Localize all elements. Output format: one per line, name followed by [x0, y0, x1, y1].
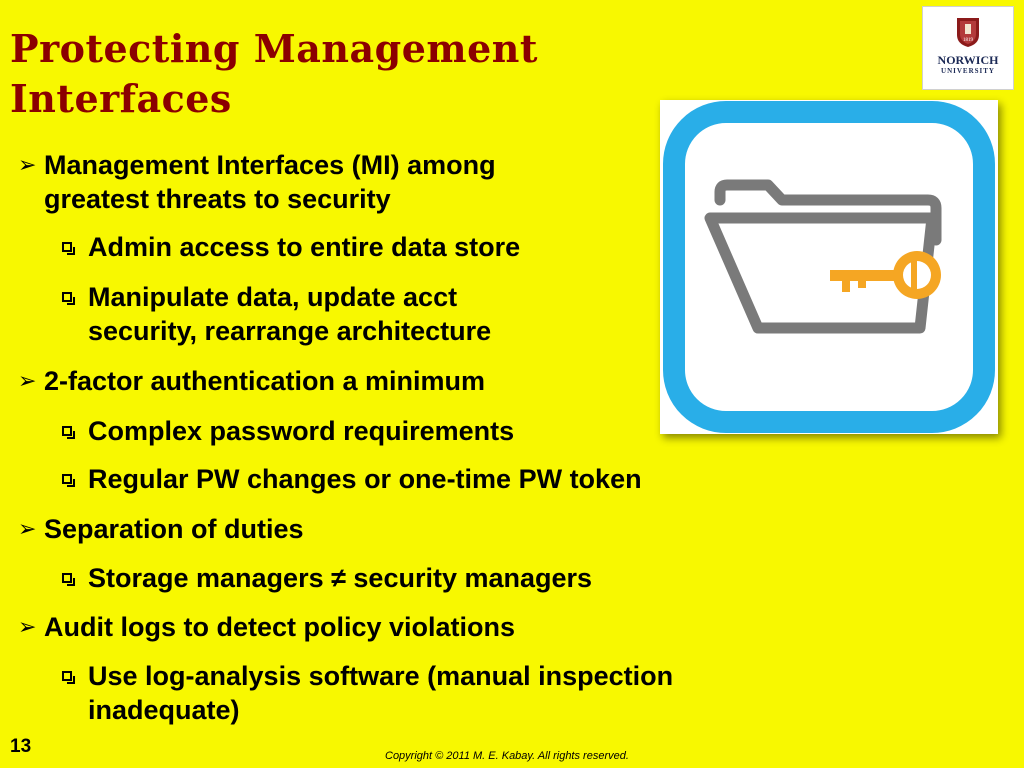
- folder-key-illustration: [660, 100, 998, 434]
- bullet-text: Separation of duties: [44, 514, 304, 544]
- square-bullet-icon: [62, 292, 75, 305]
- slide-title: Protecting Management Interfaces: [10, 24, 650, 124]
- sub-bullet-text-line-2: inadequate): [88, 695, 240, 725]
- sub-bullet-complex-password: Complex password requirements: [62, 414, 514, 448]
- bullet-text-line-2: greatest threats to security: [44, 184, 391, 214]
- bullet-audit-logs: ➢ Audit logs to detect policy violations: [18, 610, 515, 644]
- sub-bullet-text: Admin access to entire data store: [88, 232, 521, 262]
- seal-year: 1819: [963, 38, 974, 43]
- bullet-text: 2-factor authentication a minimum: [44, 366, 486, 396]
- sub-bullet-text-line-1: Manipulate data, update acct: [88, 282, 458, 312]
- sub-bullet-log-analysis: Use log-analysis software (manual inspec…: [62, 659, 673, 727]
- bullet-text-line-1: Management Interfaces (MI) among: [44, 150, 496, 180]
- norwich-university-logo: 1819 NORWICH UNIVERSITY: [922, 6, 1014, 90]
- bullet-text: Audit logs to detect policy violations: [44, 612, 516, 642]
- sub-bullet-text: Storage managers ≠ security managers: [88, 563, 593, 593]
- logo-subtitle: UNIVERSITY: [941, 67, 995, 75]
- arrow-bullet-icon: ➢: [18, 152, 37, 177]
- bullet-separation-of-duties: ➢ Separation of duties: [18, 512, 304, 546]
- square-bullet-icon: [62, 426, 75, 439]
- page-number: 13: [10, 736, 32, 757]
- sub-bullet-text-line-2: security, rearrange architecture: [88, 316, 492, 346]
- sub-bullet-text: Regular PW changes or one-time PW token: [88, 464, 642, 494]
- sub-bullet-regular-pw-changes: Regular PW changes or one-time PW token: [62, 462, 642, 496]
- bullet-management-interfaces: ➢ Management Interfaces (MI) among great…: [18, 148, 496, 216]
- bullet-two-factor: ➢ 2-factor authentication a minimum: [18, 364, 485, 398]
- copyright-notice: Copyright © 2011 M. E. Kabay. All rights…: [385, 750, 629, 762]
- sub-bullet-manipulate-data: Manipulate data, update acct security, r…: [62, 280, 491, 348]
- sub-bullet-admin-access: Admin access to entire data store: [62, 230, 520, 264]
- slide-title-line-1: Protecting Management: [10, 26, 538, 71]
- square-bullet-icon: [62, 242, 75, 255]
- square-bullet-icon: [62, 671, 75, 684]
- sub-bullet-storage-managers: Storage managers ≠ security managers: [62, 561, 592, 595]
- square-bullet-icon: [62, 474, 75, 487]
- slide-title-line-2: Interfaces: [10, 76, 232, 121]
- folder-key-icon: [663, 101, 995, 433]
- arrow-bullet-icon: ➢: [18, 614, 37, 639]
- sub-bullet-text-line-1: Use log-analysis software (manual inspec…: [88, 661, 674, 691]
- logo-name: NORWICH: [937, 53, 999, 67]
- arrow-bullet-icon: ➢: [18, 368, 37, 393]
- sub-bullet-text: Complex password requirements: [88, 416, 515, 446]
- arrow-bullet-icon: ➢: [18, 516, 37, 541]
- square-bullet-icon: [62, 573, 75, 586]
- university-seal-icon: 1819: [923, 15, 1013, 54]
